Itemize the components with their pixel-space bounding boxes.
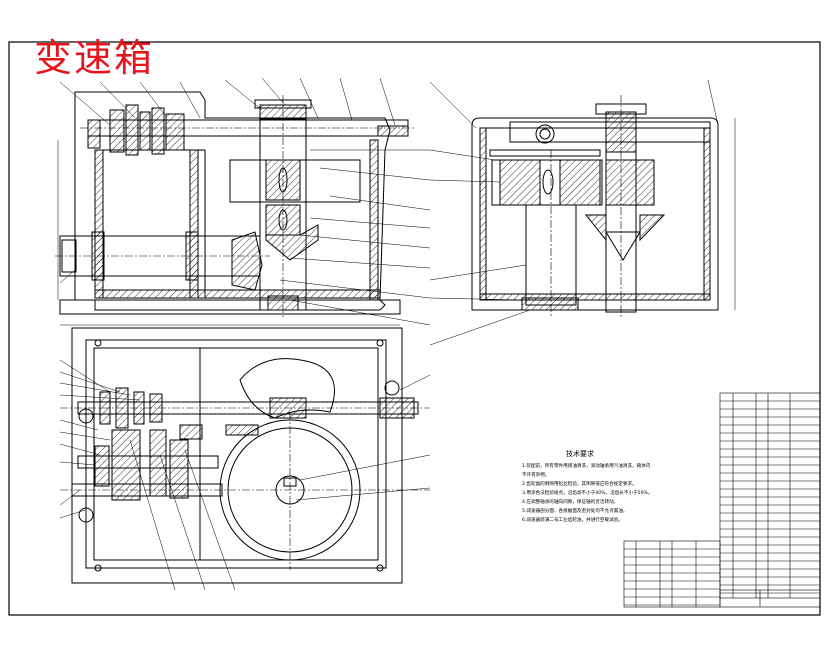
notes-title: 技术要求 — [566, 450, 594, 458]
drawing-title: 变速箱 — [34, 36, 155, 80]
front-view — [55, 91, 415, 326]
note-line: 1.装配前，所有零件用煤油清洗，滚动轴承用汽油清洗，箱体内 — [522, 464, 651, 469]
note-line: 4.应调整轴承的轴向间隙，保证轴的灵活转动。 — [522, 500, 619, 505]
sheet-border — [8, 41, 821, 616]
note-line: 6.减速器装满二号工业齿轮油，并进行空载试验。 — [522, 518, 623, 523]
note-line: 不许有杂物。 — [522, 473, 550, 478]
note-line: 5.减速器剖分面、各接触面及密封处均不允许漏油。 — [522, 509, 628, 514]
top-view — [60, 327, 430, 584]
front-view-leaders — [59, 77, 431, 326]
side-view-leaders — [429, 79, 719, 346]
side-view — [471, 95, 736, 318]
top-view-leaders — [59, 359, 431, 591]
parts-list-table — [623, 392, 821, 608]
note-line: 2.齿轮副的侧隙用铅丝检验，其侧隙值应符合规定要求。 — [522, 482, 637, 487]
note-line: 3.用涂色法检验斑点，沿齿高不小于40%，沿齿长不小于50%。 — [522, 491, 653, 496]
